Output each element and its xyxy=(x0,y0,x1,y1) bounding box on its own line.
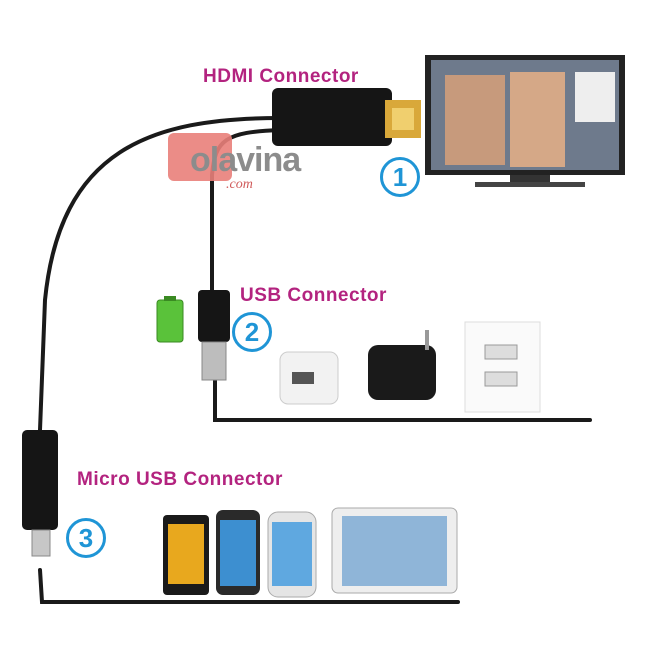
battery-icon xyxy=(156,296,184,343)
usb-wall-outlet-icon xyxy=(464,321,541,413)
watermark-suffix: .com xyxy=(226,177,253,192)
micro-base-line xyxy=(38,568,460,604)
smartphone-icon xyxy=(216,510,260,595)
hdmi-plug-icon xyxy=(272,88,421,146)
smartphone-icon xyxy=(267,511,317,598)
micro-usb-plug-icon xyxy=(22,430,58,557)
smartphone-icon xyxy=(163,515,209,595)
number-badge-1: 1 xyxy=(380,157,420,197)
tv-icon xyxy=(425,55,625,187)
watermark-text: olavina xyxy=(190,141,301,179)
usb-plug-icon xyxy=(198,290,230,381)
number-badge-3: 3 xyxy=(66,518,106,558)
number-badge-2: 2 xyxy=(232,312,272,352)
wifi-logo-icon xyxy=(168,133,232,181)
usb-charger-white-icon xyxy=(279,351,339,405)
usb-base-line xyxy=(213,378,592,422)
tablet-icon xyxy=(331,507,458,594)
main-cable xyxy=(38,116,282,432)
usb-connector-label: USB Connector xyxy=(240,285,387,306)
micro-usb-connector-label: Micro USB Connector xyxy=(77,469,283,490)
hdmi-connector-label: HDMI Connector xyxy=(203,66,359,87)
usb-charger-black-icon xyxy=(368,330,436,400)
